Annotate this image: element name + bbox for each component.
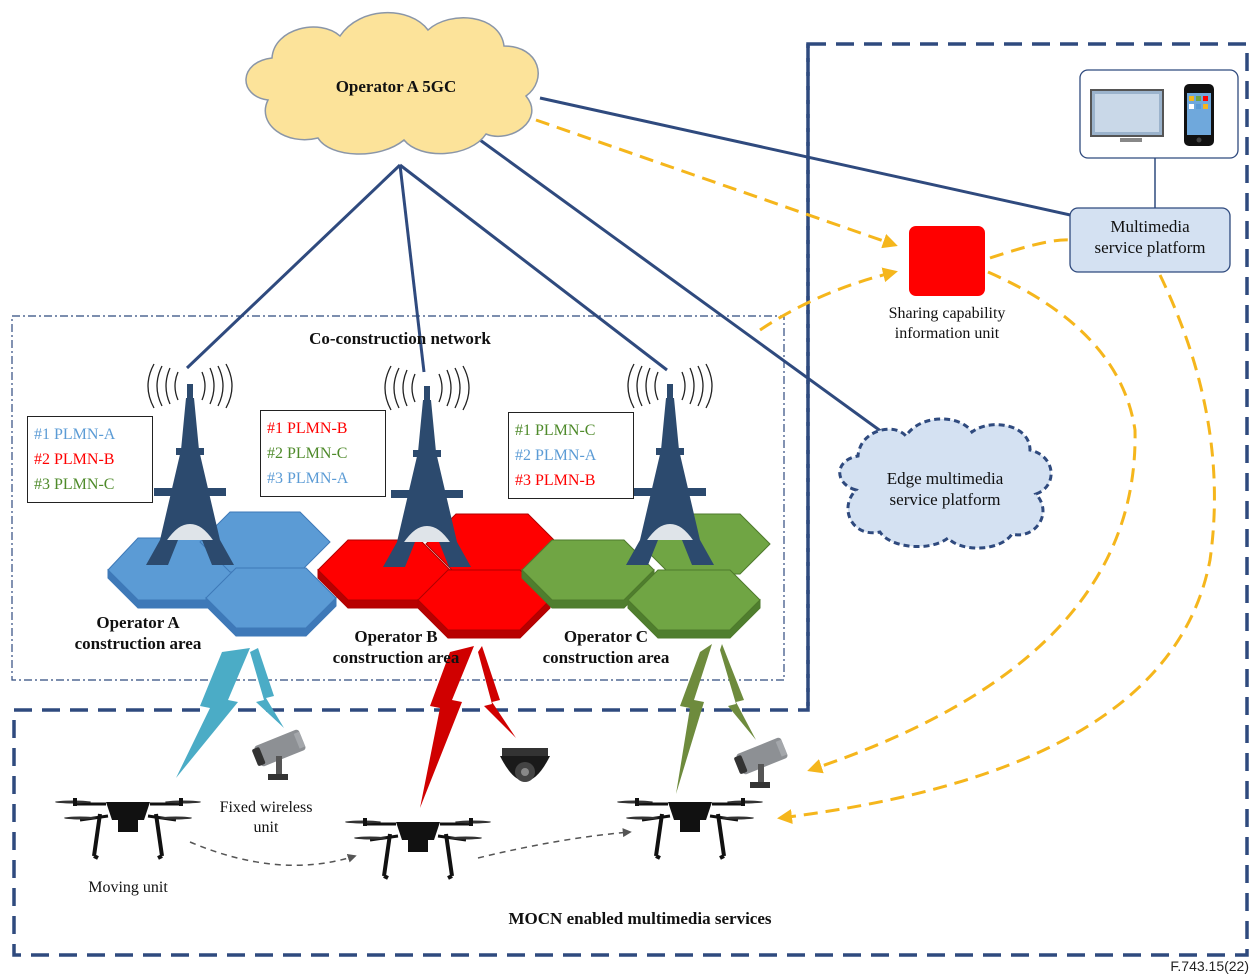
cctv-camera-icon-1 bbox=[251, 728, 307, 780]
fixed-unit-line: unit bbox=[253, 819, 279, 836]
lightning-link-icon-c bbox=[676, 644, 756, 794]
area-label-line: construction area bbox=[542, 648, 670, 668]
edge-platform-label: Edge multimedia service platform bbox=[860, 468, 1030, 511]
plmn-entry: #3 PLMN-B bbox=[515, 472, 596, 489]
drone-icon-2 bbox=[343, 816, 493, 880]
platform-line: service platform bbox=[1094, 238, 1206, 258]
drone-icon-3 bbox=[615, 796, 765, 860]
lightning-link-icon-b bbox=[420, 646, 516, 808]
area-label-line: Operator B bbox=[354, 627, 438, 646]
plmn-entry: #2 PLMN-B bbox=[34, 451, 115, 468]
sharing-unit-line: information unit bbox=[894, 325, 1000, 342]
multimedia-platform-box bbox=[1069, 207, 1231, 273]
operator-a-5gc-label: Operator A 5GC bbox=[336, 77, 457, 96]
services-title: MOCN enabled multimedia services bbox=[508, 909, 772, 928]
sharing-unit-line: Sharing capability bbox=[888, 305, 1006, 322]
co-construction-frame bbox=[11, 315, 785, 681]
area-label-line: construction area bbox=[74, 634, 202, 654]
co-construction-title: Co-construction network bbox=[309, 329, 491, 348]
drone-icon-moving bbox=[53, 796, 203, 860]
fixed-wireless-unit-label: Fixed wireless unit bbox=[196, 798, 336, 838]
platform-line: Multimedia bbox=[1110, 217, 1190, 236]
core-links bbox=[185, 96, 1103, 434]
capability-flows bbox=[535, 118, 1216, 824]
operator-c-area-label: Operator C construction area bbox=[506, 626, 706, 669]
area-label-line: Operator A bbox=[96, 613, 180, 632]
plmn-list-operator-a: #1 PLMN-A #2 PLMN-B #3 PLMN-C bbox=[27, 416, 153, 503]
operator-a-area-label: Operator A construction area bbox=[38, 612, 238, 655]
operator-a-5gc-cloud bbox=[245, 11, 539, 155]
plmn-list-operator-c: #1 PLMN-C #2 PLMN-A #3 PLMN-B bbox=[508, 412, 634, 499]
cctv-camera-icon-2 bbox=[733, 736, 789, 788]
plmn-entry: #2 PLMN-C bbox=[267, 445, 348, 462]
sharing-unit-label: Sharing capability information unit bbox=[852, 304, 1042, 344]
operator-b-area-label: Operator B construction area bbox=[296, 626, 496, 669]
plmn-entry: #1 PLMN-C bbox=[515, 422, 596, 439]
lightning-link-icon-a bbox=[176, 648, 284, 778]
movement-arrows bbox=[189, 828, 632, 866]
figure-id: F.743.15(22) bbox=[1170, 958, 1249, 974]
edge-line: service platform bbox=[889, 490, 1001, 510]
plmn-entry: #3 PLMN-A bbox=[267, 470, 349, 487]
area-label-line: construction area bbox=[332, 648, 460, 668]
plmn-entry: #1 PLMN-B bbox=[267, 420, 348, 437]
services-frame bbox=[12, 42, 1249, 957]
edge-platform-cloud bbox=[838, 417, 1053, 550]
cells-operator-a bbox=[107, 511, 337, 637]
fixed-unit-line: Fixed wireless bbox=[219, 799, 313, 816]
cells-operator-b bbox=[317, 513, 559, 639]
plmn-list-operator-b: #1 PLMN-B #2 PLMN-C #3 PLMN-A bbox=[260, 410, 386, 497]
area-label-line: Operator C bbox=[563, 627, 649, 646]
plmn-entry: #3 PLMN-C bbox=[34, 476, 115, 493]
sharing-unit-box bbox=[909, 226, 985, 296]
monitor-icon bbox=[1090, 89, 1164, 142]
dome-camera-icon bbox=[500, 748, 550, 782]
multimedia-platform-label: Multimedia service platform bbox=[1070, 216, 1230, 259]
smartphone-icon bbox=[1184, 84, 1214, 146]
edge-line: Edge multimedia bbox=[886, 469, 1004, 488]
plmn-entry: #2 PLMN-A bbox=[515, 447, 597, 464]
plmn-entry: #1 PLMN-A bbox=[34, 426, 116, 443]
moving-unit-label: Moving unit bbox=[88, 879, 168, 896]
